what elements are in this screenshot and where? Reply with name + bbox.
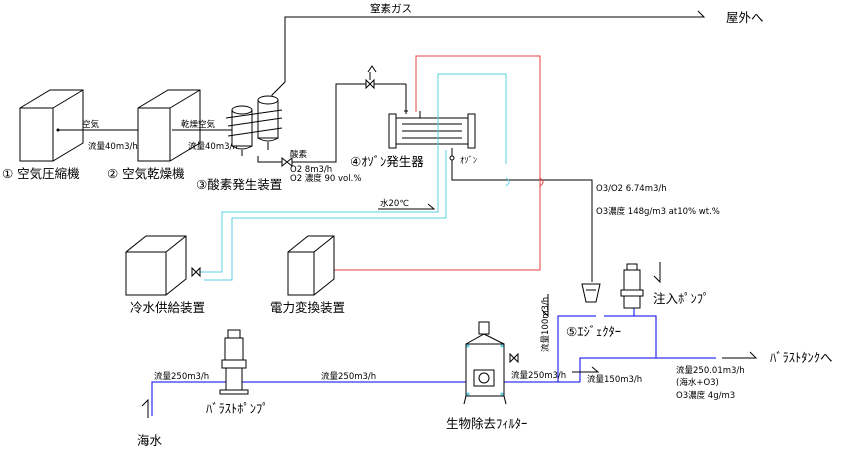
nitrogen-exhaust-line [271,10,706,104]
ballast-pump-label: ﾊﾞﾗｽﾄﾎﾟﾝﾌﾟ [206,401,269,416]
ballast-pump [219,329,249,395]
air-label: 空気 [82,119,100,130]
o2-conc-label: O2 濃度 90 vol.% [290,173,361,184]
nitrogen-gas-label: 窒素ガス [370,2,412,15]
bio-filter [463,321,519,405]
air-compressor-box [19,89,84,162]
air-dryer-box [137,89,201,162]
o3o2-flow-label: O3/O2 6.74m3/h [596,184,667,194]
flow-40-label-b: 流量40m3/h [188,141,238,152]
oxygen-label: 酸素 [290,149,308,160]
injection-down-arrow [653,262,661,284]
out-mix-label: (海水+O3) [676,377,719,388]
oxygen-line [257,83,368,168]
outlet-arrow [722,351,758,359]
seawater-main-line [151,298,716,416]
flow-100-arrow [541,294,549,318]
power-line [322,55,544,271]
water-20c-label: 水20℃ [380,198,409,209]
flow-250-left-label: 流量250m3/h [154,371,209,382]
power-label: 電力変換装置 [270,300,345,315]
power-converter-box [287,235,335,296]
seawater-label: 海水 [137,433,163,448]
ozone-label: ｵｿﾞﾝ [460,156,477,166]
o3-conc-label: O3濃度 148g/m3 at10% wt.% [596,206,720,217]
injection-pump [620,263,644,309]
out-flow-label: 流量250.01m3/h [676,365,745,376]
to-ballast-tank-label: ﾊﾞﾗｽﾄﾀﾝｸへ [770,350,833,365]
to-outside-label: 屋外へ [726,10,764,25]
seawater-inlet-arrow [141,398,149,418]
cooling-water-line [196,73,510,281]
chiller-box [125,235,201,296]
flow-40-label-a: 流量40m3/h [88,141,138,152]
chiller-label: 冷水供給装置 [130,300,205,315]
ozone-gen-label: ④ｵｿﾞﾝ発生器 [350,154,424,169]
injection-pump-label: 注入ﾎﾟﾝﾌﾟ [653,291,709,306]
oxygen-gen-label: ③酸素発生装置 [196,177,282,192]
compressor-label: ① 空気圧縮機 [2,166,80,181]
air-line [56,128,138,132]
flow-100-label: 流量100m3/h [540,297,551,352]
oxygen-regulator-icon [365,65,407,114]
out-conc-label: O3濃度 4g/m3 [676,390,735,401]
oxygen-generator-towers [225,95,283,156]
ozone-line [451,160,593,282]
filter-label: 生物除去ﾌｨﾙﾀｰ [446,416,527,431]
ejector [581,283,601,303]
flow-250-right-label: 流量250m3/h [511,370,566,381]
ozone-generator [388,110,476,161]
flow-150-label: 流量150m3/h [587,374,642,385]
dry-air-label: 乾燥空気 [181,119,216,130]
water-arrow [378,203,436,210]
ejector-label: ⑤ｴｼﾞｪｸﾀｰ [566,324,621,339]
dryer-label: ② 空気乾燥機 [107,166,185,181]
flow-250-mid-label: 流量250m3/h [321,371,376,382]
o2-flow-label: O2 8m3/h [290,165,332,175]
flow-150-arrow [572,366,600,373]
